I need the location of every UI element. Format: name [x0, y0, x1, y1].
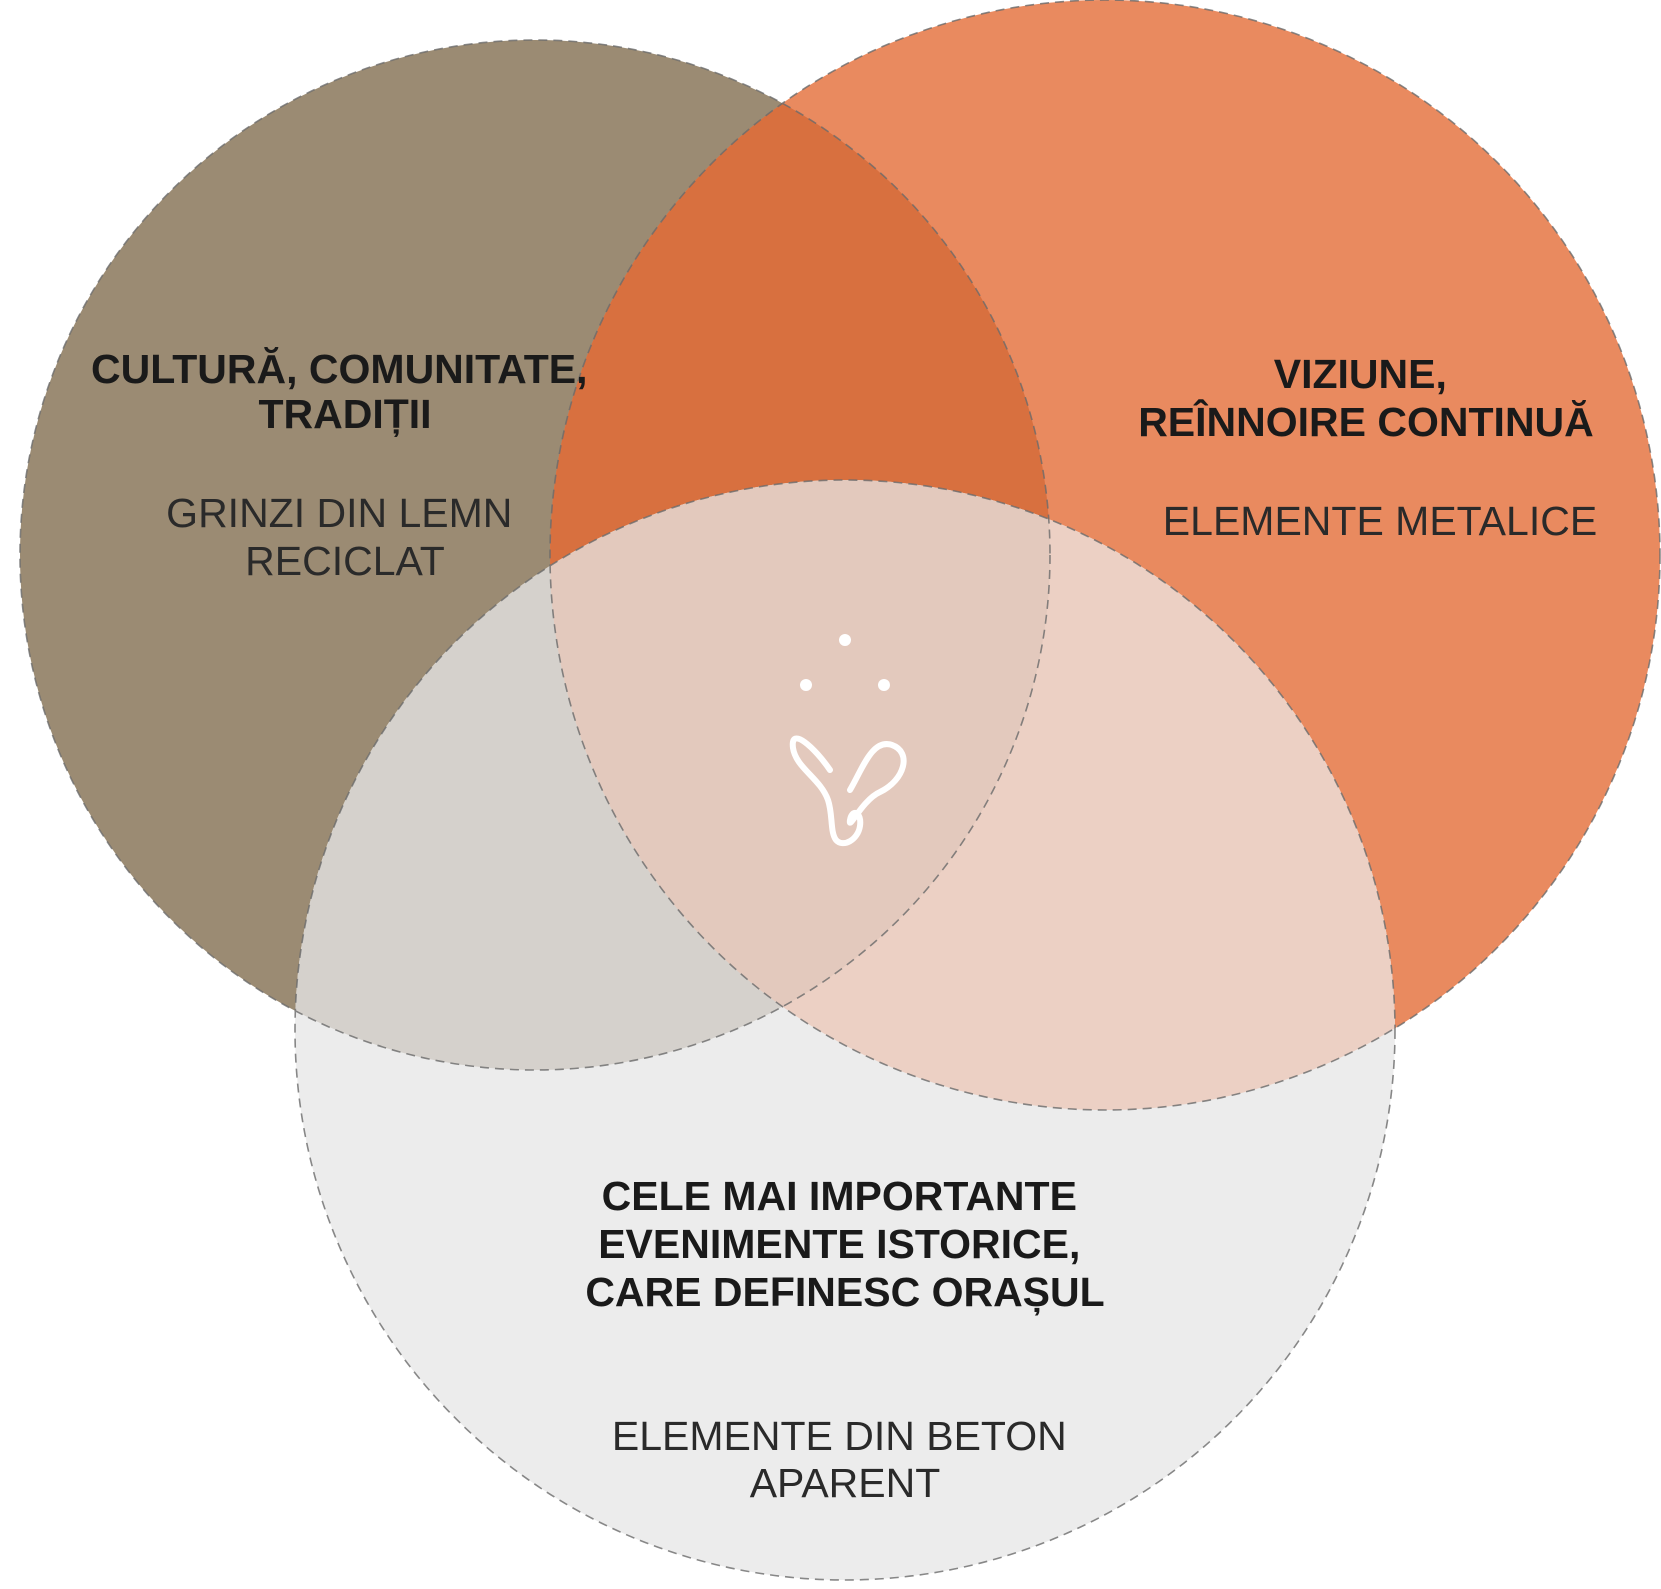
left-detail-line-2: RECICLAT [245, 538, 445, 584]
bottom-title-line-3: CARE DEFINESC ORAȘUL [585, 1269, 1104, 1315]
right-detail-line-1: ELEMENTE METALICE [1163, 498, 1597, 544]
svg-text:ELEMENTE DIN BETON APARENT: ELEMENTE DIN BETON APARENT [612, 1413, 1078, 1506]
bottom-detail-line-2: APARENT [750, 1460, 941, 1506]
logo-dot-left [800, 679, 812, 691]
bottom-circle-outline [294, 479, 1396, 1581]
bottom-title-line-2: EVENIMENTE ISTORICE, [598, 1221, 1080, 1267]
right-title-line-1: VIZIUNE, [1274, 351, 1447, 397]
logo-dot-right [878, 679, 890, 691]
svg-text:VIZIUNE, REÎNNOIRE CONTINU: VIZIUNE, REÎNNOIRE CONTINUĂ [1138, 351, 1594, 445]
right-circle-outline [549, 0, 1661, 1111]
left-title-line-1: CULTURĂ, COMUNITATE, [91, 346, 587, 392]
bottom-detail-line-1: ELEMENTE DIN BETON [612, 1413, 1067, 1459]
stylized-s-logo-icon [789, 634, 907, 847]
svg-text:ELEMENTE METALICE: ELEMENTE METALICE [1163, 498, 1597, 544]
svg-text:CULTURĂ, COMUNITATE, TRADI: CULTURĂ, COMUNITATE, TRADIȚII [91, 346, 599, 437]
svg-text:CELE MAI IMPORTANTE EVENIM: CELE MAI IMPORTANTE EVENIMENTE ISTORICE,… [585, 1173, 1104, 1315]
left-title-line-2: TRADIȚII [258, 391, 431, 437]
left-detail-line-1: GRINZI DIN LEMN [166, 490, 512, 536]
right-title-line-2: REÎNNOIRE CONTINUĂ [1138, 399, 1594, 445]
left-circle-outline [19, 39, 1051, 1071]
svg-text:GRINZI DIN LEMN RECICLAT: GRINZI DIN LEMN RECICLAT [166, 490, 524, 584]
logo-dot-top [839, 634, 851, 646]
bottom-title-line-1: CELE MAI IMPORTANTE [602, 1173, 1077, 1219]
